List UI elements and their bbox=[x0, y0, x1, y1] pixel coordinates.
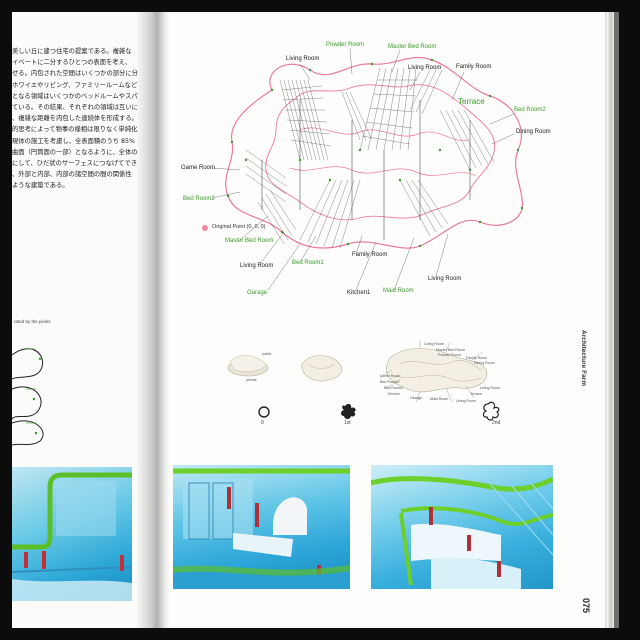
model-photo-left bbox=[12, 467, 132, 601]
label-living-room-top: Living Room bbox=[286, 56, 320, 62]
japanese-body-text: 美しい丘に建つ住宅の提案である。複雑な イベートに二分するひとつの表面を考え、 … bbox=[12, 46, 157, 192]
label-origin-point: Original Point (0, 0, 0) bbox=[212, 224, 266, 230]
model3-label: Game Room bbox=[380, 374, 401, 378]
label-bed-room2-left: Bed Room2 bbox=[183, 196, 215, 202]
label-bed-room1: Bed Room1 bbox=[292, 260, 324, 266]
stage-label-0: 0 bbox=[261, 420, 264, 426]
book-spine-shadow bbox=[136, 12, 170, 628]
page-number: 075 bbox=[581, 598, 591, 614]
model3-label: Master Bed Room bbox=[436, 348, 465, 352]
text-line: 、複雑な距離を内包した連続体を形成する。 bbox=[12, 115, 138, 123]
origin-point-marker bbox=[202, 225, 208, 231]
right-page-edge-shadow bbox=[614, 12, 619, 628]
model3-label: Terrace bbox=[470, 392, 482, 396]
section-title-vertical: Architecture Farm bbox=[580, 330, 587, 386]
label-terrace: Terrace bbox=[458, 97, 485, 106]
label-family-room-top: Family Room bbox=[456, 64, 492, 70]
model3-label: Living Room bbox=[480, 386, 500, 390]
label-family-room-bottom: Family Room bbox=[352, 252, 388, 258]
text-line: イベートに二分するひとつの表面を考え、 bbox=[12, 59, 132, 67]
text-line: ような建築である。 bbox=[12, 182, 69, 190]
label-private: private bbox=[246, 378, 257, 382]
text-line: 的思考によって物事の様相は限りなく単純化 bbox=[12, 126, 138, 134]
label-game-room: Game Room bbox=[181, 165, 216, 171]
text-line: ホワイエやリビング、ファミリールームなど bbox=[12, 81, 138, 89]
surface-models-sequence bbox=[227, 340, 500, 421]
model-photo-right-drawing bbox=[371, 476, 553, 589]
label-living-room-bottom-left: Living Room bbox=[240, 263, 274, 269]
text-line: ている。その結果、それぞれの領域は互いに bbox=[12, 104, 138, 112]
label-living-room-mid: Living Room bbox=[408, 65, 442, 71]
label-master-bed-room-bottom: Master Bed Room bbox=[225, 238, 274, 244]
model-photo-right bbox=[371, 465, 553, 589]
figure-caption: rated by the pixels bbox=[14, 319, 51, 324]
model3-label: Bed Room1 bbox=[380, 380, 399, 384]
model3-label: Powder Room bbox=[438, 353, 461, 357]
left-page: 美しい丘に建つ住宅の提案である。複雑な イベートに二分するひとつの表面を考え、 … bbox=[12, 12, 157, 628]
ruled-surface-diagram bbox=[211, 47, 524, 291]
model-photo-middle bbox=[173, 465, 350, 589]
model3-label: Living Room bbox=[456, 399, 476, 403]
label-dining-room: Dining Room bbox=[516, 129, 551, 135]
label-living-room-bottom-right: Living Room bbox=[428, 276, 462, 282]
model3-label: Maid Room bbox=[430, 397, 449, 401]
right-page-edges bbox=[605, 12, 614, 628]
blob-outline-figures bbox=[12, 348, 44, 446]
text-line: にして、ひだ状のサーフェスにつなげてでき bbox=[12, 160, 138, 168]
text-line: せる。内包された空間はいくつかの部分に分 bbox=[12, 70, 138, 78]
model3-label: Garage bbox=[410, 396, 422, 400]
stage-label-1st: 1st bbox=[344, 420, 351, 426]
text-line: 現体の施工を考慮し、全表面積のうち 85% bbox=[12, 137, 136, 145]
model-photo-middle-drawing bbox=[173, 468, 350, 589]
text-line: 、外部と内部、内部の諸空間の間の関係性 bbox=[12, 171, 132, 179]
model3-label: Living Room bbox=[424, 342, 444, 346]
text-line: となる領域はいくつかのベッドルームやスパ bbox=[12, 92, 138, 100]
model3-label: Family Room bbox=[466, 356, 488, 360]
model3-label: Bed Room2 bbox=[384, 386, 403, 390]
label-bed-room2-right: Bed Room2 bbox=[514, 107, 546, 113]
label-powder-room: Powder Room bbox=[326, 42, 365, 48]
label-master-bed-room-top: Master Bed Room bbox=[388, 44, 437, 50]
label-kitchen: Kitchen1 bbox=[347, 290, 371, 296]
text-line: 曲面（円筒面の一部）となるように、全体の bbox=[12, 148, 138, 156]
label-public: public bbox=[262, 352, 272, 356]
stage-label-2nd: 2nd bbox=[492, 420, 501, 426]
model3-label: Kitchen bbox=[388, 392, 400, 396]
label-garage: Garage bbox=[247, 290, 268, 296]
text-line: 美しい丘に建つ住宅の提案である。複雑な bbox=[12, 48, 132, 55]
model3-label: Dining Room bbox=[474, 361, 495, 365]
label-maid-room: Maid Room bbox=[383, 288, 414, 294]
model-photo-left-drawing bbox=[12, 472, 132, 601]
